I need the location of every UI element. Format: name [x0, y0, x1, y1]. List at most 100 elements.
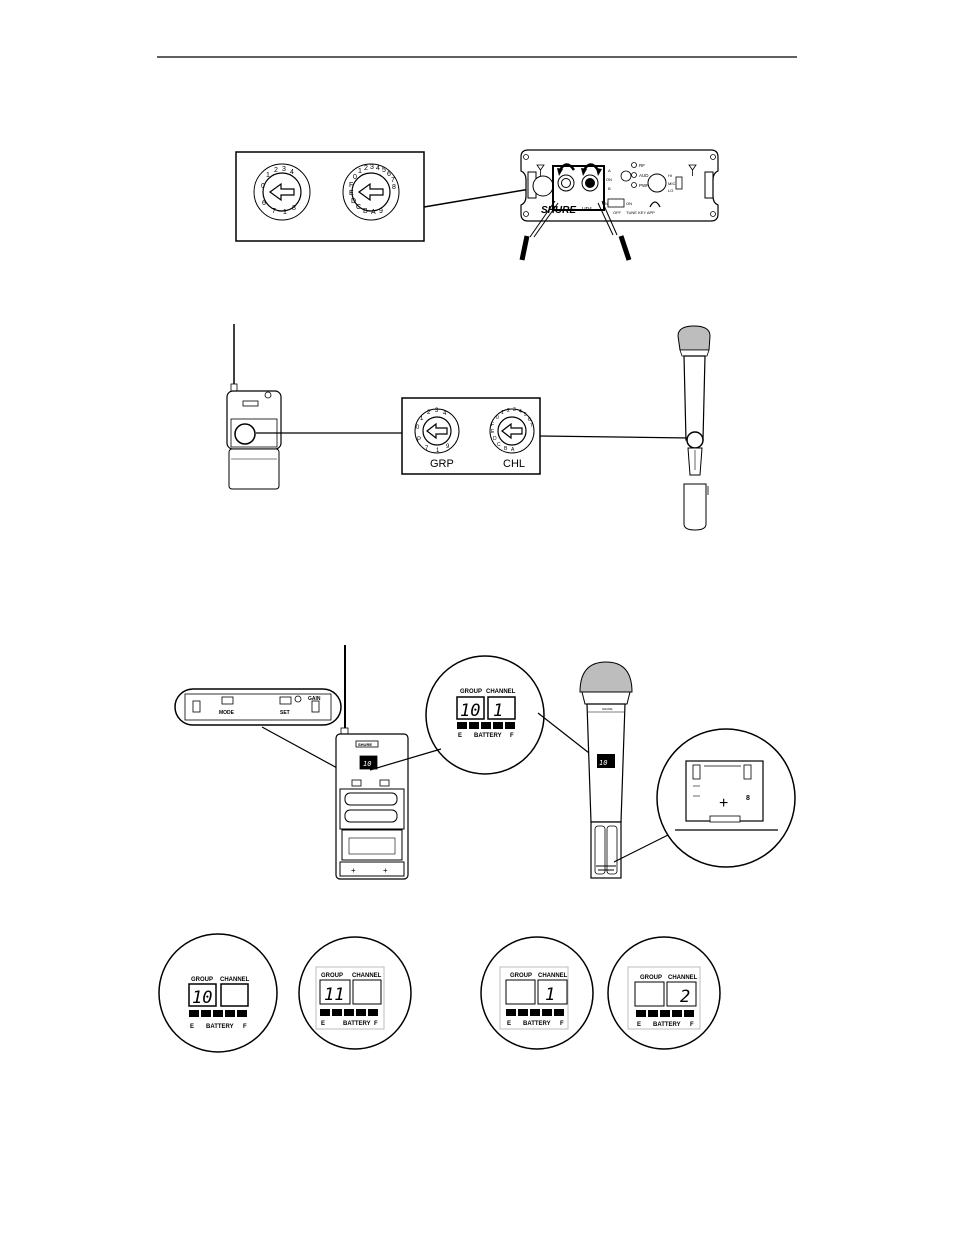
d3-group-label: GROUP [510, 973, 532, 979]
svg-text:8: 8 [292, 205, 296, 212]
d4-e-label: E [637, 1022, 641, 1028]
svg-text:3: 3 [370, 164, 374, 171]
label-pwr: PWR [639, 183, 650, 188]
svg-text:D: D [351, 198, 356, 205]
callout-leader-2b [539, 435, 691, 439]
d3-f-label: F [560, 1021, 564, 1027]
svg-text:E: E [491, 429, 495, 435]
ur4-receiver: A B ON RF AUD PWR HI MIC LO SHURE UP4 ON… [520, 149, 719, 222]
svg-text:0: 0 [353, 174, 357, 181]
svg-text:4: 4 [443, 411, 447, 417]
d4-f-label: F [690, 1022, 694, 1028]
svg-text:1: 1 [436, 448, 440, 454]
svg-text:0: 0 [496, 415, 499, 421]
svg-text:9: 9 [446, 444, 450, 450]
svg-text:2: 2 [364, 165, 368, 172]
d4-channel-label: CHANNEL [668, 975, 698, 981]
callout-leader-3a [261, 726, 351, 776]
svg-text:9: 9 [379, 208, 383, 215]
svg-text:7: 7 [530, 423, 533, 429]
callout-leader-3c [537, 712, 599, 761]
handheld-battery-view: SHURE 10 [579, 661, 633, 879]
svg-text:+: + [383, 866, 388, 875]
d2-channel-label: CHANNEL [352, 973, 382, 979]
svg-text:6: 6 [387, 171, 391, 178]
label-aud: AUD [639, 173, 649, 178]
svg-text:0: 0 [416, 425, 420, 431]
svg-text:7: 7 [272, 208, 276, 215]
svg-text:1: 1 [358, 168, 362, 175]
lcd-group-label: GROUP [460, 689, 482, 695]
display-state-1: GROUP CHANNEL 10 E BATTERY F [158, 933, 278, 1053]
svg-text:3: 3 [282, 166, 286, 173]
receiver-brand: SHURE [541, 205, 576, 216]
svg-text:6: 6 [528, 417, 531, 423]
svg-text:D: D [493, 436, 497, 442]
svg-text:C: C [497, 442, 501, 448]
label-on-2: ON [602, 201, 608, 206]
battery-plus-symbol: + [719, 795, 728, 812]
bodypack-battery-view: SHURE 10 + + [335, 645, 409, 880]
svg-text:F: F [491, 422, 494, 428]
svg-text:1: 1 [420, 416, 424, 422]
mode-label: MODE [219, 710, 235, 716]
d3-channel-value: 1 [545, 985, 555, 1005]
lcd-e-label: E [458, 733, 462, 739]
d1-f-label: F [243, 1024, 247, 1030]
chl-label: CHL [503, 458, 525, 470]
display-state-2: GROUP CHANNEL 11 E BATTERY F [298, 936, 412, 1050]
svg-text:4: 4 [519, 409, 522, 415]
headphone-icon [649, 201, 661, 208]
label-tune-key: TUNE KEY APP [626, 210, 655, 215]
label-on-1: ON [606, 177, 612, 182]
lcd-channel-value: 1 [493, 701, 503, 721]
svg-text:0: 0 [261, 183, 265, 190]
d2-group-value: 11 [324, 985, 344, 1005]
bodypack-brand: SHURE [358, 742, 372, 747]
label-b: B [608, 186, 611, 191]
chl-dial: 0 1 2 3 4 5 6 7 F E D C B A [489, 407, 535, 454]
svg-text:1: 1 [266, 172, 270, 179]
grp-label: GRP [430, 458, 454, 470]
svg-text:F: F [349, 182, 353, 189]
bodypack-transmitter [226, 324, 282, 490]
d4-battery-label: BATTERY [653, 1022, 681, 1028]
svg-text:3: 3 [435, 408, 439, 414]
svg-text:2: 2 [427, 410, 431, 416]
d1-channel-label: CHANNEL [220, 977, 250, 983]
label-a: A [608, 168, 611, 173]
d3-battery-label: BATTERY [523, 1021, 551, 1027]
label-lo: LO [668, 188, 673, 193]
d3-channel-label: CHANNEL [538, 973, 568, 979]
label-off: OFF [613, 210, 622, 215]
svg-text:6: 6 [262, 200, 266, 207]
d1-battery-label: BATTERY [206, 1024, 234, 1030]
svg-text:E: E [349, 190, 354, 197]
gain-label: GAIN [308, 696, 321, 702]
d2-e-label: E [321, 1021, 325, 1027]
handheld-transmitter [677, 325, 711, 531]
label-on-3: ON [626, 201, 632, 206]
svg-text:4: 4 [376, 165, 380, 172]
svg-text:8: 8 [392, 184, 396, 191]
svg-text:10: 10 [599, 759, 607, 767]
group-dial: 1 2 3 4 0 6 7 1 8 [253, 163, 311, 221]
lcd-f-label: F [510, 733, 514, 739]
label-mic: MIC [668, 181, 675, 186]
svg-text:C: C [356, 204, 361, 211]
display-state-3: GROUP CHANNEL 1 E BATTERY F [480, 936, 594, 1050]
svg-text:1: 1 [501, 410, 504, 416]
label-hi: HI [668, 173, 672, 178]
d4-channel-value: 2 [680, 987, 690, 1007]
svg-text:2: 2 [507, 408, 510, 414]
lcd-group-value: 10 [460, 701, 480, 721]
screwdriver-right-icon [597, 200, 632, 261]
svg-text:B: B [363, 208, 368, 215]
figure-4-display-sequence: GROUP CHANNEL 10 E BATTERY F GROUP CHANN… [158, 933, 721, 1053]
battery-side-label: 8 [746, 795, 750, 802]
d2-group-label: GROUP [321, 973, 343, 979]
d1-group-value: 10 [192, 988, 212, 1008]
svg-text:SHURE: SHURE [602, 707, 613, 711]
screwdriver-left-icon [519, 200, 559, 261]
